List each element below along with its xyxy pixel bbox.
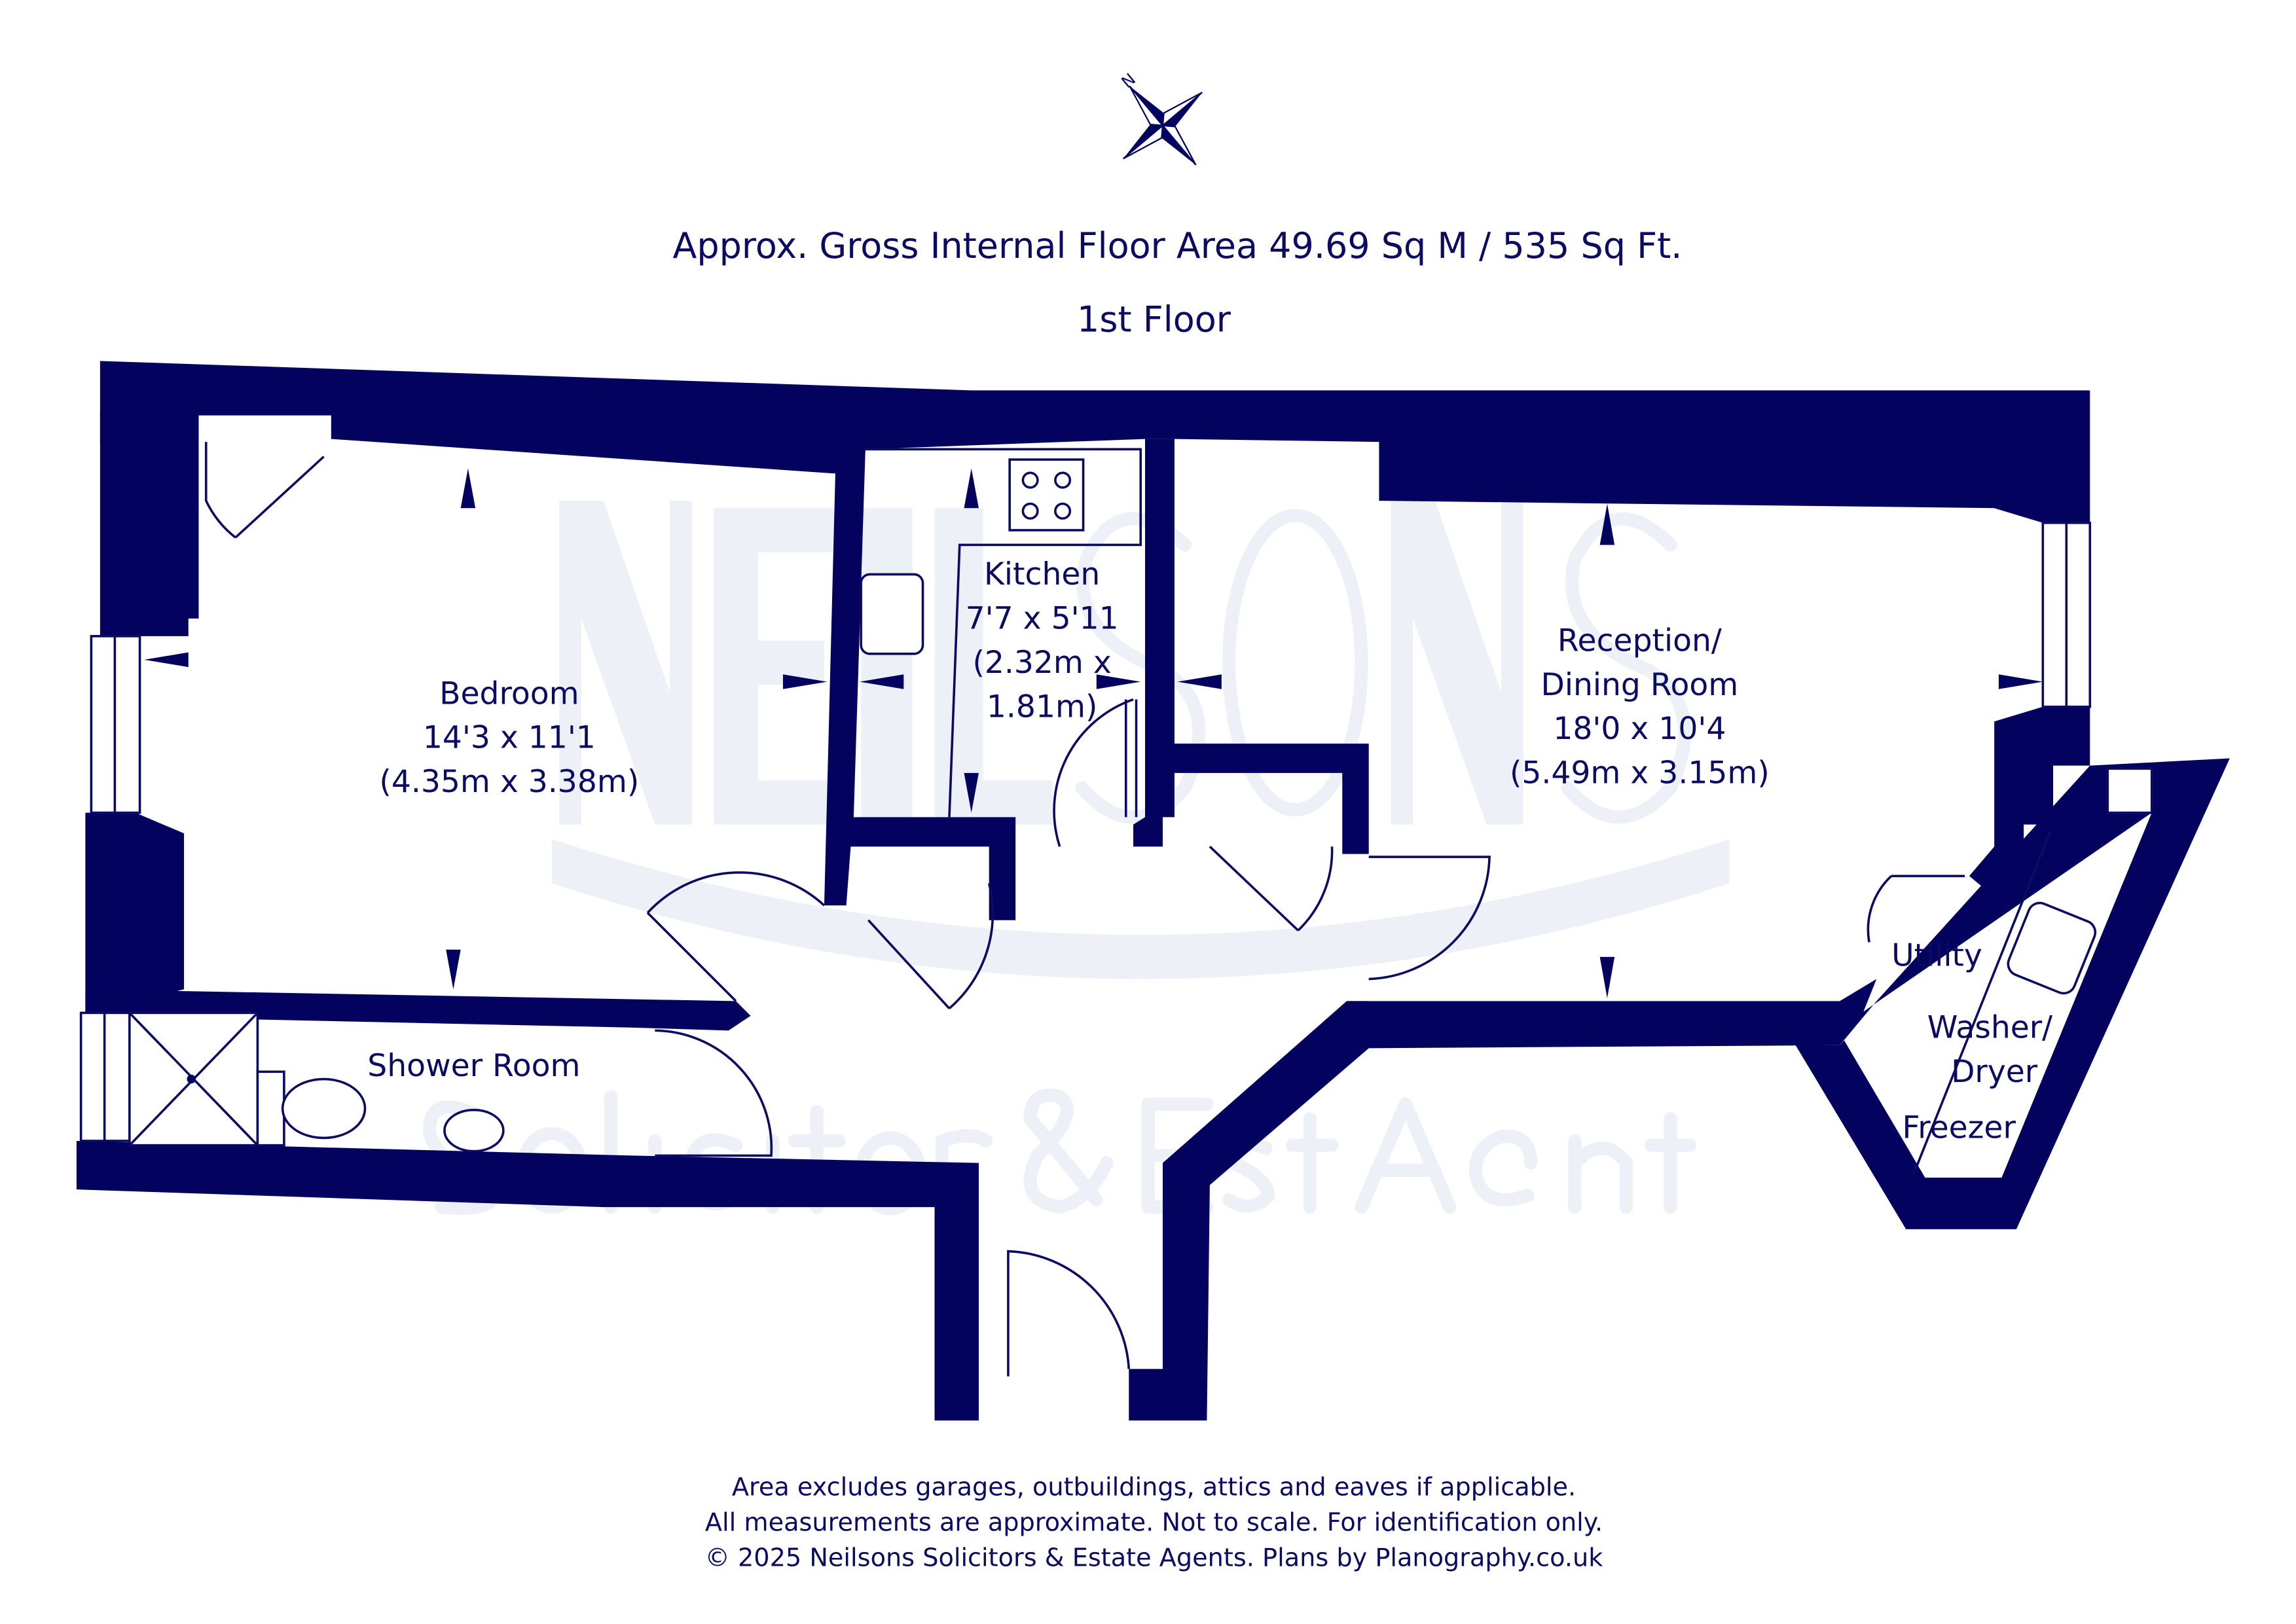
room-label-reception: Reception/ Dining Room 18'0 x 10'4 (5.49… xyxy=(1510,623,1770,791)
basin-icon xyxy=(443,1108,505,1153)
room-label-utility: Utility Washer/ Dryer Freezer xyxy=(1891,937,2052,1146)
compass-north-label: N xyxy=(1118,69,1139,92)
walls xyxy=(76,361,2230,1421)
utility-fixture-washer: Washer/ xyxy=(1927,1010,2052,1046)
measurement-arrows xyxy=(144,468,2043,998)
reception-name-1: Reception/ xyxy=(1558,623,1722,659)
reception-imperial: 18'0 x 10'4 xyxy=(1553,711,1726,747)
bedroom-name: Bedroom xyxy=(439,676,579,712)
utility-fixture-freezer: Freezer xyxy=(1903,1110,2016,1146)
bedroom-metric: (4.35m x 3.38m) xyxy=(379,764,639,800)
footer-line-2: All measurements are approximate. Not to… xyxy=(705,1509,1603,1538)
windows xyxy=(79,521,2153,1142)
toilet-icon xyxy=(281,1077,367,1140)
floor-area-title: Approx. Gross Internal Floor Area 49.69 … xyxy=(673,225,1683,266)
utility-name: Utility xyxy=(1891,937,1982,973)
footer-line-1: Area excludes garages, outbuildings, att… xyxy=(732,1473,1576,1502)
compass-icon xyxy=(1122,85,1203,166)
kitchen-imperial: 7'7 x 5'11 xyxy=(966,601,1119,637)
doors xyxy=(204,442,1965,1377)
watermark-brand-lettering xyxy=(559,501,1692,825)
reception-metric: (5.49m x 3.15m) xyxy=(1510,755,1770,791)
room-label-bedroom: Bedroom 14'3 x 11'1 (4.35m x 3.38m) xyxy=(379,676,639,800)
kitchen-name: Kitchen xyxy=(984,556,1100,592)
reception-name-2: Dining Room xyxy=(1541,667,1739,703)
room-label-shower-room: Shower Room xyxy=(367,1048,580,1084)
footer-line-3: © 2025 Neilsons Solicitors & Estate Agen… xyxy=(705,1544,1604,1573)
utility-fixture-dryer: Dryer xyxy=(1951,1054,2038,1090)
floor-label: 1st Floor xyxy=(1077,299,1231,340)
kitchen-metric-1: (2.32m x xyxy=(972,645,1111,681)
kitchen-metric-2: 1.81m) xyxy=(987,689,1097,725)
utility-sink-icon xyxy=(2007,901,2097,995)
toilet-cistern-icon xyxy=(256,1070,285,1147)
bedroom-imperial: 14'3 x 11'1 xyxy=(423,720,596,756)
hob-icon xyxy=(1008,458,1085,532)
fixtures xyxy=(128,448,2097,1176)
room-label-kitchen: Kitchen 7'7 x 5'11 (2.32m x 1.81m) xyxy=(966,556,1119,725)
footer-disclaimer: Area excludes garages, outbuildings, att… xyxy=(705,1473,1604,1573)
sink-icon xyxy=(860,573,924,655)
